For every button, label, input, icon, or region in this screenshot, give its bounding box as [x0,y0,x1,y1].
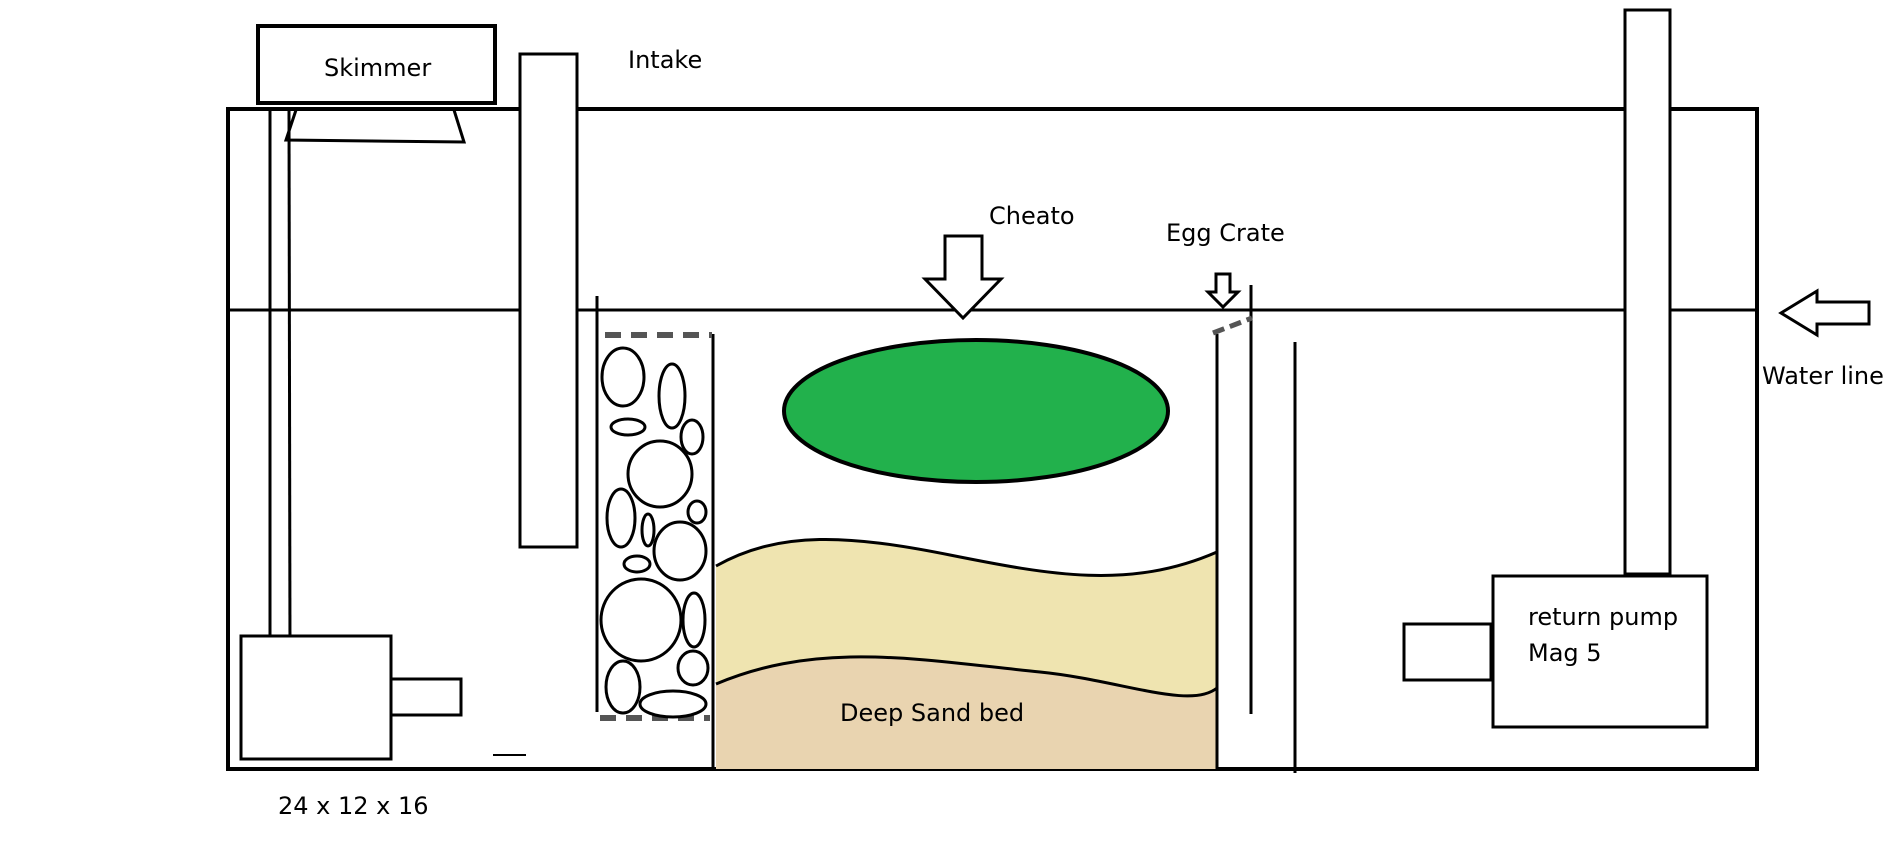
rock-circle [657,362,687,430]
rock-circle [686,499,708,525]
rock-circle [676,649,710,687]
rock-circle [652,520,708,582]
return-pump-outlet [1402,622,1493,682]
sand-divider-line [715,655,1218,698]
rock-circle [679,418,705,456]
skimmer-body [256,24,497,105]
return-pump-label: return pump [1528,603,1678,631]
return-pump-body [1491,574,1709,729]
rock-circle [640,512,656,548]
skimmer-pump-body [239,634,393,761]
rock-circle [622,554,652,574]
cheato-ellipse [782,338,1170,484]
egg-crate-label: Egg Crate [1166,219,1285,247]
skimmer-pipe-right [287,109,292,658]
rock-circle [609,417,647,437]
cheato-arrow [921,234,1005,321]
skimmer-cup [283,109,467,144]
water-line-label: Water line [1762,362,1884,390]
tank-dimensions-label: 24 x 12 x 16 [278,792,429,820]
rock-circle [626,439,694,509]
deep-sand-bed-lower [716,656,1217,769]
skimmer-label: Skimmer [324,54,431,82]
live-rock-group [599,346,710,719]
return-pump-model-label: Mag 5 [1528,639,1602,667]
rock-circle [599,577,683,663]
egg-crate-arrow [1204,272,1242,310]
rock-circle [604,659,642,715]
egg-crate-dashed [1212,315,1253,336]
water-line-arrow [1778,288,1871,338]
rock-circle [681,591,707,649]
skimmer-pump-outlet [389,677,463,717]
deep-sand-bed-label: Deep Sand bed [840,699,1024,727]
intake-label: Intake [628,46,702,74]
rock-circle [600,346,646,408]
return-pipe [1623,8,1672,576]
cheato-label: Cheato [989,202,1075,230]
intake-pipe [518,52,579,549]
sand-top-edge [715,538,1218,577]
rock-circle [638,689,708,719]
rock-circle [605,487,637,549]
